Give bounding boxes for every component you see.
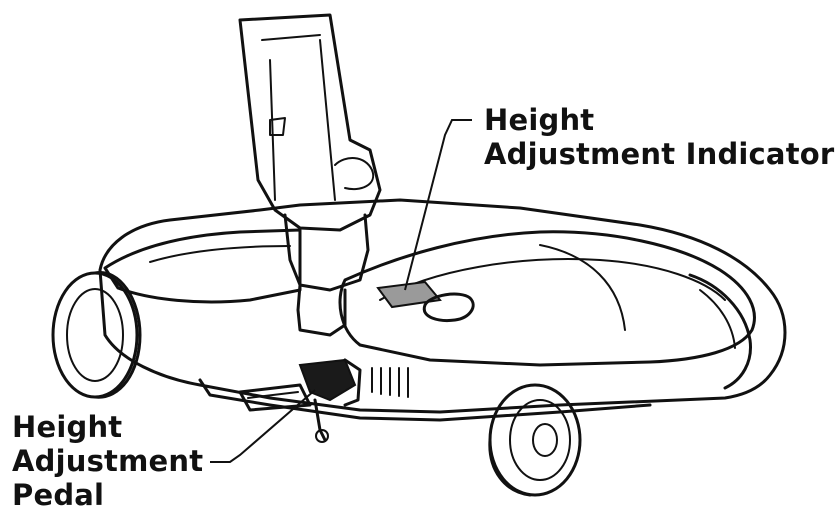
height-indicator-window <box>378 282 473 320</box>
neck-connector <box>240 15 380 335</box>
height-adjustment-indicator-label: Height Adjustment Indicator <box>484 103 834 171</box>
pedal-label-line-3: Pedal <box>12 478 203 512</box>
air-vents <box>372 368 408 397</box>
height-adjustment-pedal-label: Height Adjustment Pedal <box>12 410 203 512</box>
indicator-label-line-1: Height <box>484 103 834 137</box>
pedal-label-line-2: Adjustment <box>12 444 203 478</box>
pedal-label-line-1: Height <box>12 410 203 444</box>
right-wheel <box>490 385 580 495</box>
indicator-label-line-2: Adjustment Indicator <box>484 137 834 171</box>
floor-head-body <box>100 200 785 420</box>
